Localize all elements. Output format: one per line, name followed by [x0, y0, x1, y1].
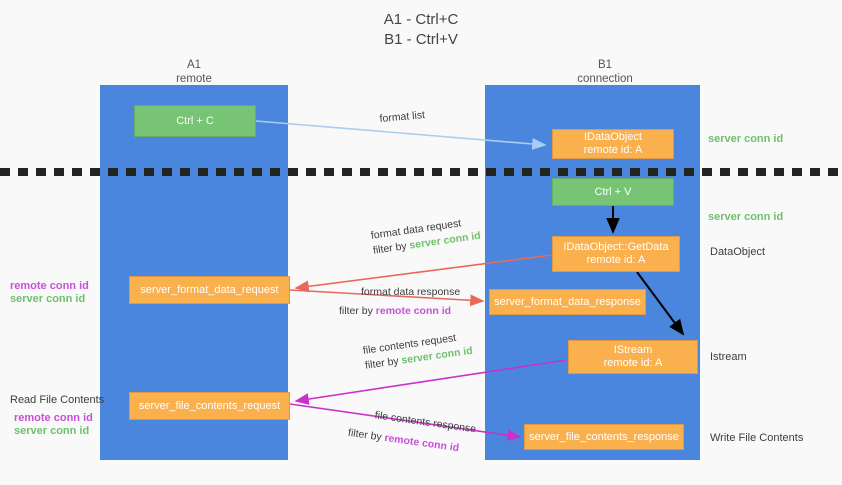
filter-value: remote conn id [383, 431, 460, 455]
edge-label-format-data-request: format data request filter by server con… [370, 214, 482, 259]
node-idataobject-getdata[interactable]: IDataObject::GetData remote id: A [552, 236, 680, 272]
node-idataobject-getdata-line2: remote id: A [586, 254, 646, 266]
node-server-format-data-request-label: server_format_data_request [140, 283, 279, 296]
page-title: A1 - Ctrl+C B1 - Ctrl+V [0, 10, 842, 50]
node-server-file-contents-response[interactable]: server_file_contents_response [524, 424, 684, 450]
label-dataobject: DataObject [710, 246, 766, 258]
node-server-file-contents-response-label: server_file_contents_response [529, 430, 679, 443]
filter-prefix: filter by [339, 305, 376, 317]
filter-value: remote conn id [375, 305, 452, 317]
node-istream-line2: remote id: A [603, 357, 663, 369]
node-ctrl-v-label: Ctrl + V [594, 185, 632, 198]
node-ctrl-c-label: Ctrl + C [176, 114, 214, 127]
edge-label-format-data-response: format data response filter by remote co… [339, 285, 461, 319]
title-line-1: A1 - Ctrl+C [383, 11, 459, 28]
label-write-file-contents: Write File Contents [710, 432, 804, 444]
phase-divider [0, 168, 842, 176]
edge-label-format-data-response-text: format data response [361, 286, 461, 298]
edge-label-file-contents-response: file contents response filter by remote … [347, 405, 477, 458]
node-server-file-contents-request[interactable]: server_file_contents_request [129, 392, 290, 420]
label-server-conn-id-1: server conn id [10, 293, 86, 305]
edge-label-file-contents-request: file contents request filter by server c… [362, 329, 474, 374]
label-remote-conn-id-2: remote conn id [14, 412, 93, 424]
column-header-b1-name: B1 [597, 59, 613, 71]
node-ctrl-v[interactable]: Ctrl + V [552, 178, 674, 206]
label-server-conn-id-mid: server conn id [708, 211, 784, 223]
node-server-format-data-response-label: server_format_data_response [494, 295, 641, 308]
column-header-b1: B1 connection [525, 58, 685, 86]
column-header-a1-name: A1 [186, 59, 202, 71]
node-idataobject-line2: remote id: A [583, 144, 643, 156]
label-read-file-contents: Read File Contents [10, 394, 105, 406]
filter-prefix: filter by [347, 426, 386, 444]
node-ctrl-c[interactable]: Ctrl + C [134, 105, 256, 137]
edge-label-format-list: format list [379, 109, 426, 125]
filter-prefix: filter by [372, 239, 411, 257]
node-idataobject[interactable]: IDataObject remote id: A [552, 129, 674, 159]
node-idataobject-line1: IDataObject [583, 131, 643, 143]
edge-label-format-data-response-filter: filter by remote conn id [339, 304, 460, 319]
column-header-a1-sub: remote [176, 73, 212, 85]
label-remote-conn-id-1: remote conn id [10, 280, 89, 292]
node-server-file-contents-request-label: server_file_contents_request [138, 399, 281, 412]
filter-prefix: filter by [364, 354, 403, 372]
label-server-conn-id-top: server conn id [708, 133, 784, 145]
label-istream: Istream [710, 351, 747, 363]
node-istream-line1: IStream [613, 344, 653, 356]
column-header-a1: A1 remote [114, 58, 274, 86]
node-server-format-data-request[interactable]: server_format_data_request [129, 276, 290, 304]
title-line-2: B1 - Ctrl+V [384, 31, 458, 48]
node-idataobject-getdata-line1: IDataObject::GetData [563, 241, 669, 253]
node-server-format-data-response[interactable]: server_format_data_response [489, 289, 646, 315]
column-header-b1-sub: connection [577, 73, 633, 85]
label-server-conn-id-2: server conn id [14, 425, 90, 437]
node-istream[interactable]: IStream remote id: A [568, 340, 698, 374]
